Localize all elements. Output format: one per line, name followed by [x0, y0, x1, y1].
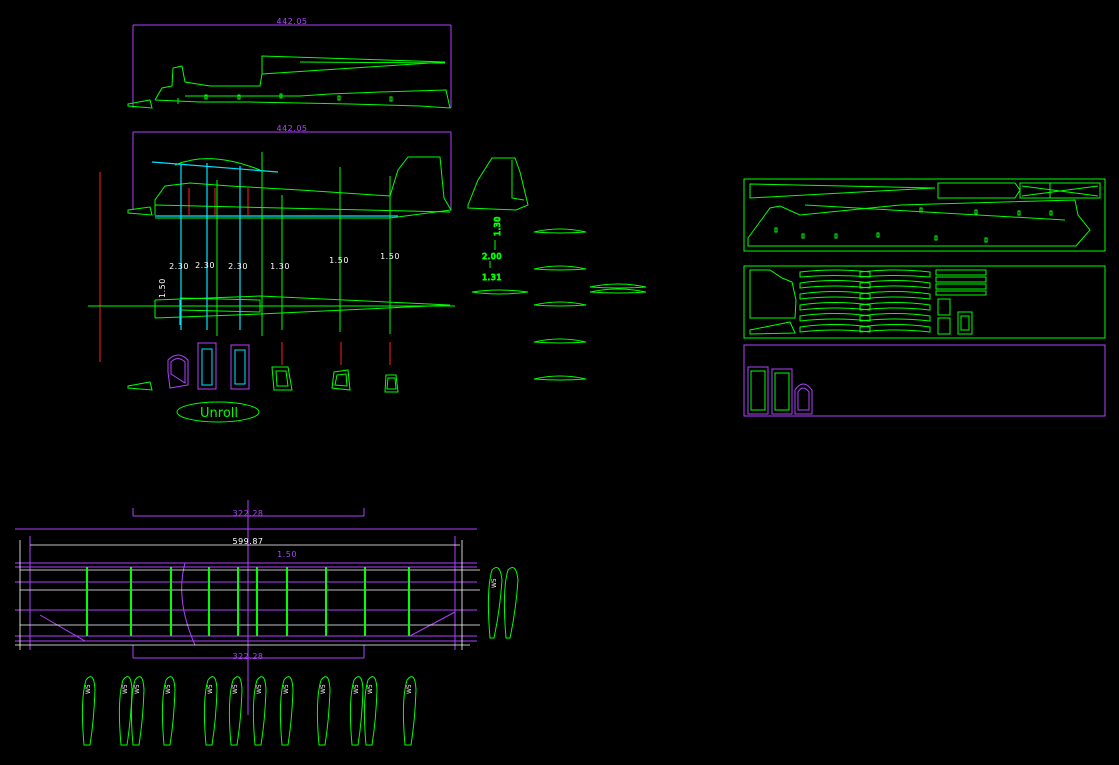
rib-label: W5 [256, 684, 263, 694]
station-labels: 2.30 2.30 2.30 1.30 1.50 1.50 1.50 [158, 252, 400, 298]
station-lines [88, 152, 455, 336]
wing-rib-templates[interactable] [81, 676, 417, 746]
dimension-box [132, 131, 452, 210]
station-label: 1.50 [380, 252, 400, 261]
wing-outline [15, 500, 477, 715]
rib-label: W5 [283, 684, 290, 694]
tail-label: 1.30 [493, 216, 502, 236]
vertical-station-label: 1.50 [158, 278, 167, 298]
former-lines [151, 161, 398, 330]
station-label: 1.30 [270, 262, 290, 271]
fuselage-outline [127, 55, 451, 109]
rib-label: W5 [406, 684, 413, 694]
rib-label: W5 [165, 684, 172, 694]
rib-label: W5 [367, 684, 374, 694]
parts-sheet-fuselage[interactable] [743, 178, 1106, 252]
wing-edges [15, 540, 480, 650]
wing-ribs [86, 567, 410, 636]
wing-plan-view[interactable]: 322.28 [15, 500, 519, 715]
wingtip-sections [487, 567, 519, 639]
rib-label: W5 [122, 684, 129, 694]
tail-label: 2.00 [482, 252, 502, 261]
fuselage-outline [127, 156, 452, 319]
unroll-button[interactable]: Unroll [176, 401, 260, 423]
rib-label: W5 [232, 684, 239, 694]
stabilizer-sections [533, 228, 647, 381]
unroll-button-label: Unroll [200, 406, 238, 421]
parts-sheet-formers[interactable] [743, 265, 1106, 339]
cross-section-formers [127, 342, 399, 393]
rib-label: W5 [85, 684, 92, 694]
wing-spacing-label: 1.50 [277, 550, 297, 559]
sheet-parts [747, 182, 1101, 247]
rib-label: W5 [491, 578, 498, 588]
wing-span-label: 599.87 [233, 537, 264, 546]
station-label: 2.30 [169, 262, 189, 271]
sheet-parts [747, 366, 813, 415]
dimension-box [132, 24, 452, 108]
station-label: 1.50 [329, 256, 349, 265]
rib-label: W5 [134, 684, 141, 694]
tail-label: 1.31 [482, 273, 502, 282]
dimension-label-bottom: 322.28 [233, 652, 264, 661]
spar-lines [99, 172, 391, 365]
sheet-parts [749, 269, 987, 335]
fuselage-top-view[interactable]: 442.05 [127, 17, 452, 109]
tail-fin: 1.30 2.00 1.31 [467, 157, 529, 295]
rib-labels: W5 W5 W5 W5 W5 W5 W5 W5 W5 W5 W5 W5 W5 [85, 578, 498, 694]
station-label: 2.30 [195, 261, 215, 270]
parts-sheet-bulkheads[interactable] [743, 344, 1106, 417]
rib-label: W5 [207, 684, 214, 694]
rib-label: W5 [320, 684, 327, 694]
dimension-label: 442.05 [277, 17, 308, 26]
dimension-label: 442.05 [277, 124, 308, 133]
station-label: 2.30 [228, 262, 248, 271]
fuselage-side-view[interactable]: 442.05 [88, 124, 647, 393]
rib-label: W5 [353, 684, 360, 694]
